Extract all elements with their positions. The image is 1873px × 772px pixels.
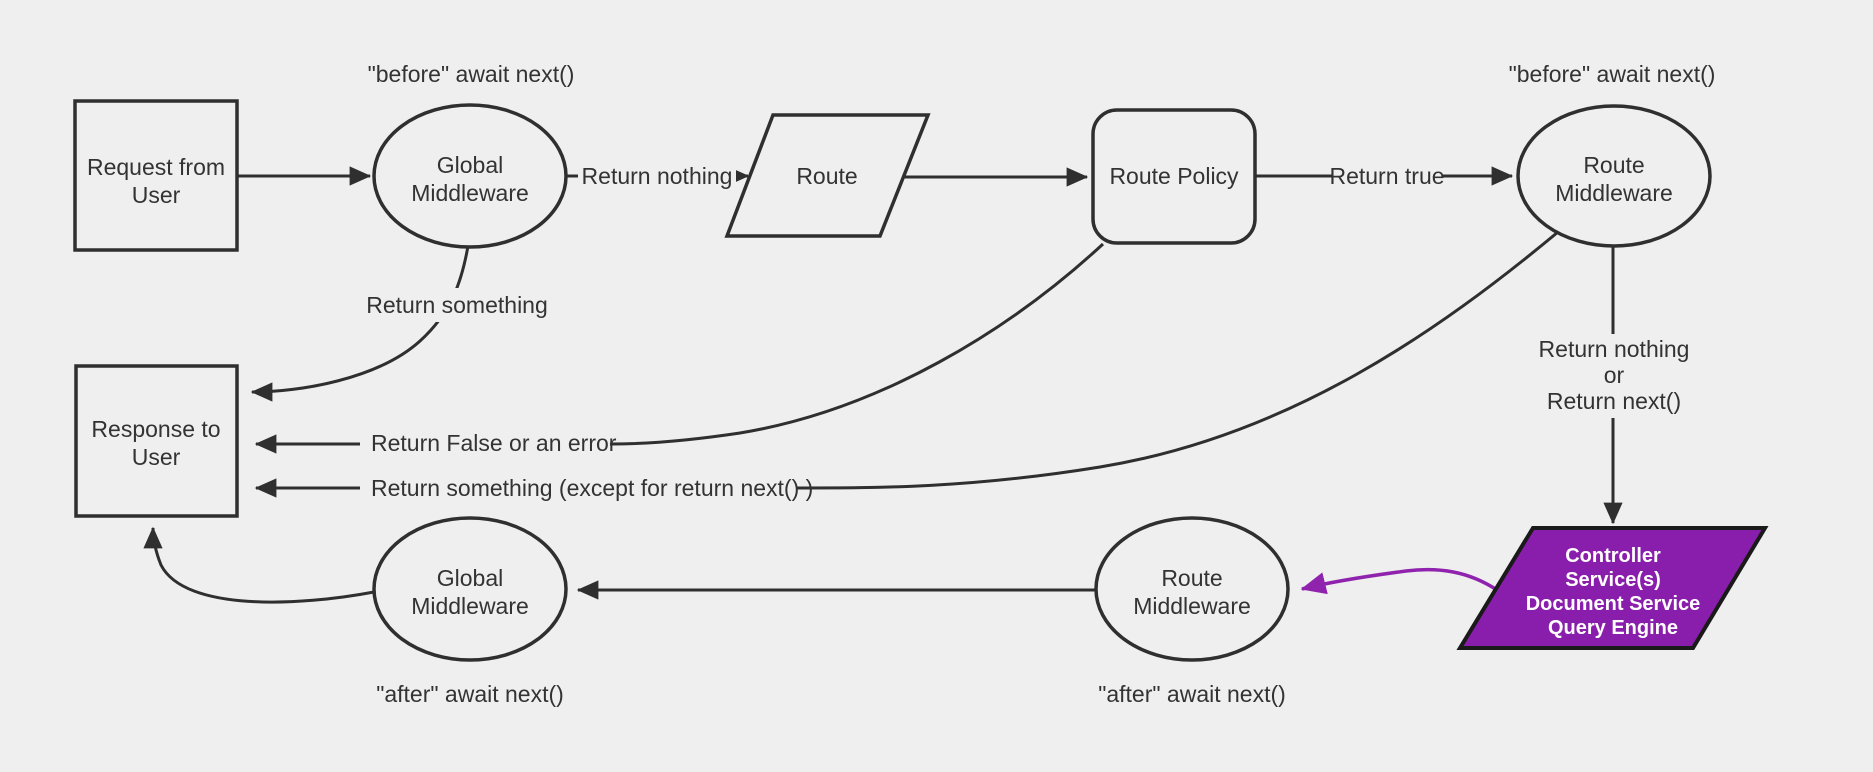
label-return-nothing: Return nothing (582, 163, 733, 189)
nodes: Request from User Global Middleware Rout… (73, 99, 1769, 662)
label-before-await-next-right: "before" await next() (1509, 61, 1716, 87)
edge-return-false-to-response (254, 242, 1105, 454)
edge-global-middleware-bottom-to-response (143, 526, 375, 604)
global-middleware-top-label-line2: Middleware (411, 180, 529, 206)
label-bg-return-nothing (578, 159, 736, 193)
global-middleware-bottom-label-line1: Global (437, 565, 503, 591)
edge-controller-to-route-middleware-bottom (1300, 567, 1498, 595)
route-middleware-top-label-line1: Route (1583, 152, 1644, 178)
route-middleware-bottom-shape (1094, 516, 1290, 662)
label-return-something: Return something (366, 292, 548, 318)
label-after-await-next-left: "after" await next() (376, 681, 564, 707)
route-middleware-top-shape (1516, 104, 1712, 248)
label-return-true: Return true (1329, 163, 1444, 189)
response-to-user-label-line2: User (132, 444, 181, 470)
request-from-user-shape (73, 99, 239, 252)
route-label: Route (796, 163, 857, 189)
route-policy-shape (1091, 108, 1257, 245)
global-middleware-top-label-line1: Global (437, 152, 503, 178)
label-before-await-next-left: "before" await next() (368, 61, 575, 87)
request-from-user-label-line2: User (132, 182, 181, 208)
node-route-middleware-bottom: Route Middleware (1094, 516, 1290, 662)
label-bg-return-something-except (360, 469, 796, 506)
controller-services-label-line3: Document Service (1526, 593, 1701, 615)
controller-services-label-line4: Query Engine (1548, 617, 1678, 639)
label-return-nothing-line1: Return nothing (1539, 336, 1690, 362)
route-middleware-bottom-label-line2: Middleware (1133, 593, 1251, 619)
edge-return-something-to-response (250, 245, 470, 402)
controller-services-shape (1456, 526, 1769, 650)
label-bg-return-nothing-or (1528, 334, 1700, 418)
label-return-something-except: Return something (except for return next… (371, 475, 813, 501)
route-shape (724, 113, 931, 238)
label-bg-return-true (1332, 158, 1442, 194)
edge-return-something-except-to-response (254, 230, 1559, 498)
response-to-user-label-line1: Response to (91, 416, 220, 442)
node-route-middleware-top: Route Middleware (1516, 104, 1712, 248)
label-bg-return-false (360, 425, 610, 461)
edge-labels: "before" await next() "before" await nex… (360, 61, 1715, 707)
label-return-nothing-line3: Return next() (1547, 388, 1681, 414)
node-route: Route (724, 113, 931, 238)
node-global-middleware-bottom: Global Middleware (372, 516, 568, 662)
global-middleware-top-shape (372, 103, 568, 249)
controller-services-label-line1: Controller (1565, 545, 1661, 567)
label-bg-return-something (365, 288, 549, 322)
request-from-user-label-line1: Request from (87, 154, 225, 180)
label-after-await-next-right: "after" await next() (1098, 681, 1286, 707)
node-controller-services: Controller Service(s) Document Service Q… (1456, 526, 1769, 650)
node-request-from-user: Request from User (73, 99, 239, 252)
node-response-to-user: Response to User (74, 364, 239, 518)
edges (143, 166, 1623, 604)
route-policy-label: Route Policy (1109, 163, 1239, 189)
node-route-policy: Route Policy (1091, 108, 1257, 245)
label-return-nothing-line2: or (1604, 362, 1625, 388)
response-to-user-shape (74, 364, 239, 518)
controller-services-label-line2: Service(s) (1565, 569, 1661, 591)
global-middleware-bottom-shape (372, 516, 568, 662)
route-middleware-top-label-line2: Middleware (1555, 180, 1673, 206)
node-global-middleware-top: Global Middleware (372, 103, 568, 249)
global-middleware-bottom-label-line2: Middleware (411, 593, 529, 619)
label-return-false-or-error: Return False or an error (371, 430, 617, 456)
route-middleware-bottom-label-line1: Route (1161, 565, 1222, 591)
